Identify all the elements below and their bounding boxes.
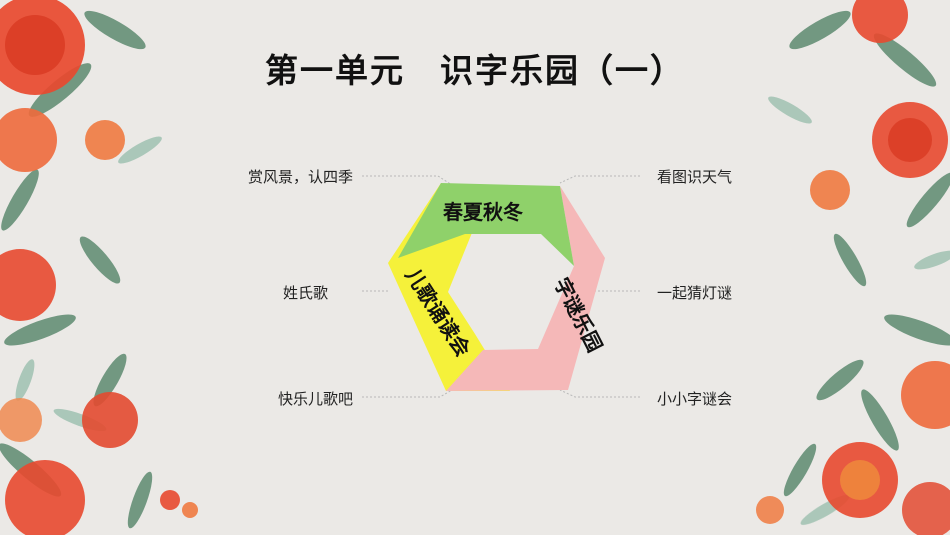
connector-left-bottom xyxy=(362,389,453,398)
right-item-3: 小小字谜会 xyxy=(657,390,733,408)
right-item-1: 看图识天气 xyxy=(657,168,733,186)
connector-right-bottom xyxy=(559,389,640,398)
right-leaves xyxy=(783,10,950,497)
segment-top-label: 春夏秋冬 xyxy=(442,200,523,224)
right-item-2: 一起猜灯谜 xyxy=(657,284,733,302)
left-flowers xyxy=(0,0,198,535)
page-title: 第一单元 识字乐园（一） xyxy=(265,51,685,90)
left-item-1: 赏风景，认四季 xyxy=(247,168,353,186)
segment-top-shape xyxy=(398,183,574,266)
right-flowers xyxy=(756,0,950,535)
segment-right-shape xyxy=(446,186,605,391)
connector-right-top xyxy=(559,175,640,184)
connector-left-top xyxy=(362,175,453,186)
left-item-2: 姓氏歌 xyxy=(282,284,328,302)
left-item-3: 快乐儿歌吧 xyxy=(277,390,353,408)
